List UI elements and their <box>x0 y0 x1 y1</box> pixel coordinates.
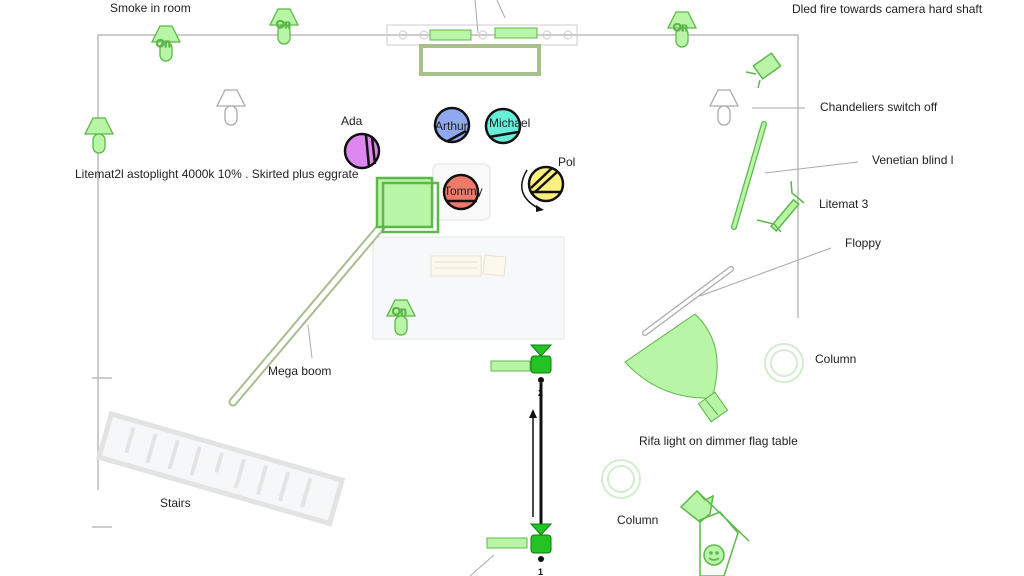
column[interactable] <box>601 459 641 499</box>
camera-2[interactable]: 2 <box>490 344 553 398</box>
svg-text:2: 2 <box>538 388 543 398</box>
actor-label: Arthur <box>435 119 468 133</box>
lamp-on[interactable]: On <box>269 8 299 45</box>
papers <box>430 254 507 277</box>
chandelier-lamp-off[interactable] <box>709 89 739 126</box>
lamp-on[interactable]: On <box>151 25 181 62</box>
svg-text:On: On <box>156 38 171 50</box>
stairs[interactable] <box>95 410 346 527</box>
column[interactable] <box>764 343 804 383</box>
label-column: Column <box>617 513 658 527</box>
lamp-off[interactable] <box>216 89 246 126</box>
actor-label: Ada <box>341 114 363 128</box>
window-bar[interactable] <box>386 0 578 46</box>
label-venetian: Venetian blind l <box>872 153 953 167</box>
label-smoke: Smoke in room <box>110 1 191 15</box>
actor-michael[interactable] <box>484 107 522 145</box>
svg-text:On: On <box>392 306 407 318</box>
label-rifa: Rifa light on dimmer flag table <box>639 434 798 448</box>
lamp-on[interactable]: On <box>386 299 416 336</box>
dolly-track[interactable] <box>529 383 543 527</box>
lamp-on[interactable]: On <box>667 11 697 48</box>
actor-tommy[interactable] <box>442 173 480 211</box>
rotation-arrow-icon <box>521 169 541 210</box>
lamp-litemat2[interactable] <box>84 117 114 154</box>
label-litemat3: Litemat 3 <box>819 197 869 211</box>
label-mega-boom: Mega boom <box>268 364 331 378</box>
label-floppy: Floppy <box>845 236 881 250</box>
svg-text:On: On <box>276 19 291 31</box>
dled-frame[interactable] <box>419 44 541 76</box>
actor-pol[interactable] <box>527 165 565 203</box>
actor-arthur[interactable] <box>433 106 471 144</box>
litemat-3[interactable] <box>756 180 805 233</box>
lamp-unit-top-right[interactable] <box>745 52 782 89</box>
floppy[interactable] <box>642 266 734 336</box>
label-stairs: Stairs <box>160 496 191 510</box>
actor-ada[interactable] <box>343 132 381 170</box>
actor-label: Tommy <box>444 184 483 198</box>
actor-label: Pol <box>558 155 575 169</box>
label-chandeliers: Chandeliers switch off <box>820 100 938 114</box>
label-dled: Dled fire towards camera hard shaft <box>792 2 983 16</box>
mega-boom[interactable] <box>228 217 390 407</box>
green-box[interactable] <box>375 176 440 234</box>
svg-text:1: 1 <box>538 567 543 576</box>
actor-label: Michael <box>489 116 530 130</box>
rifa-light[interactable] <box>624 313 729 423</box>
actor-with-flag[interactable] <box>679 489 750 576</box>
camera-1[interactable]: 1 <box>486 523 553 576</box>
svg-text:On: On <box>673 22 688 34</box>
label-column: Column <box>815 352 856 366</box>
label-litemat2: Litemat2l astoplight 4000k 10% . Skirted… <box>75 167 359 181</box>
